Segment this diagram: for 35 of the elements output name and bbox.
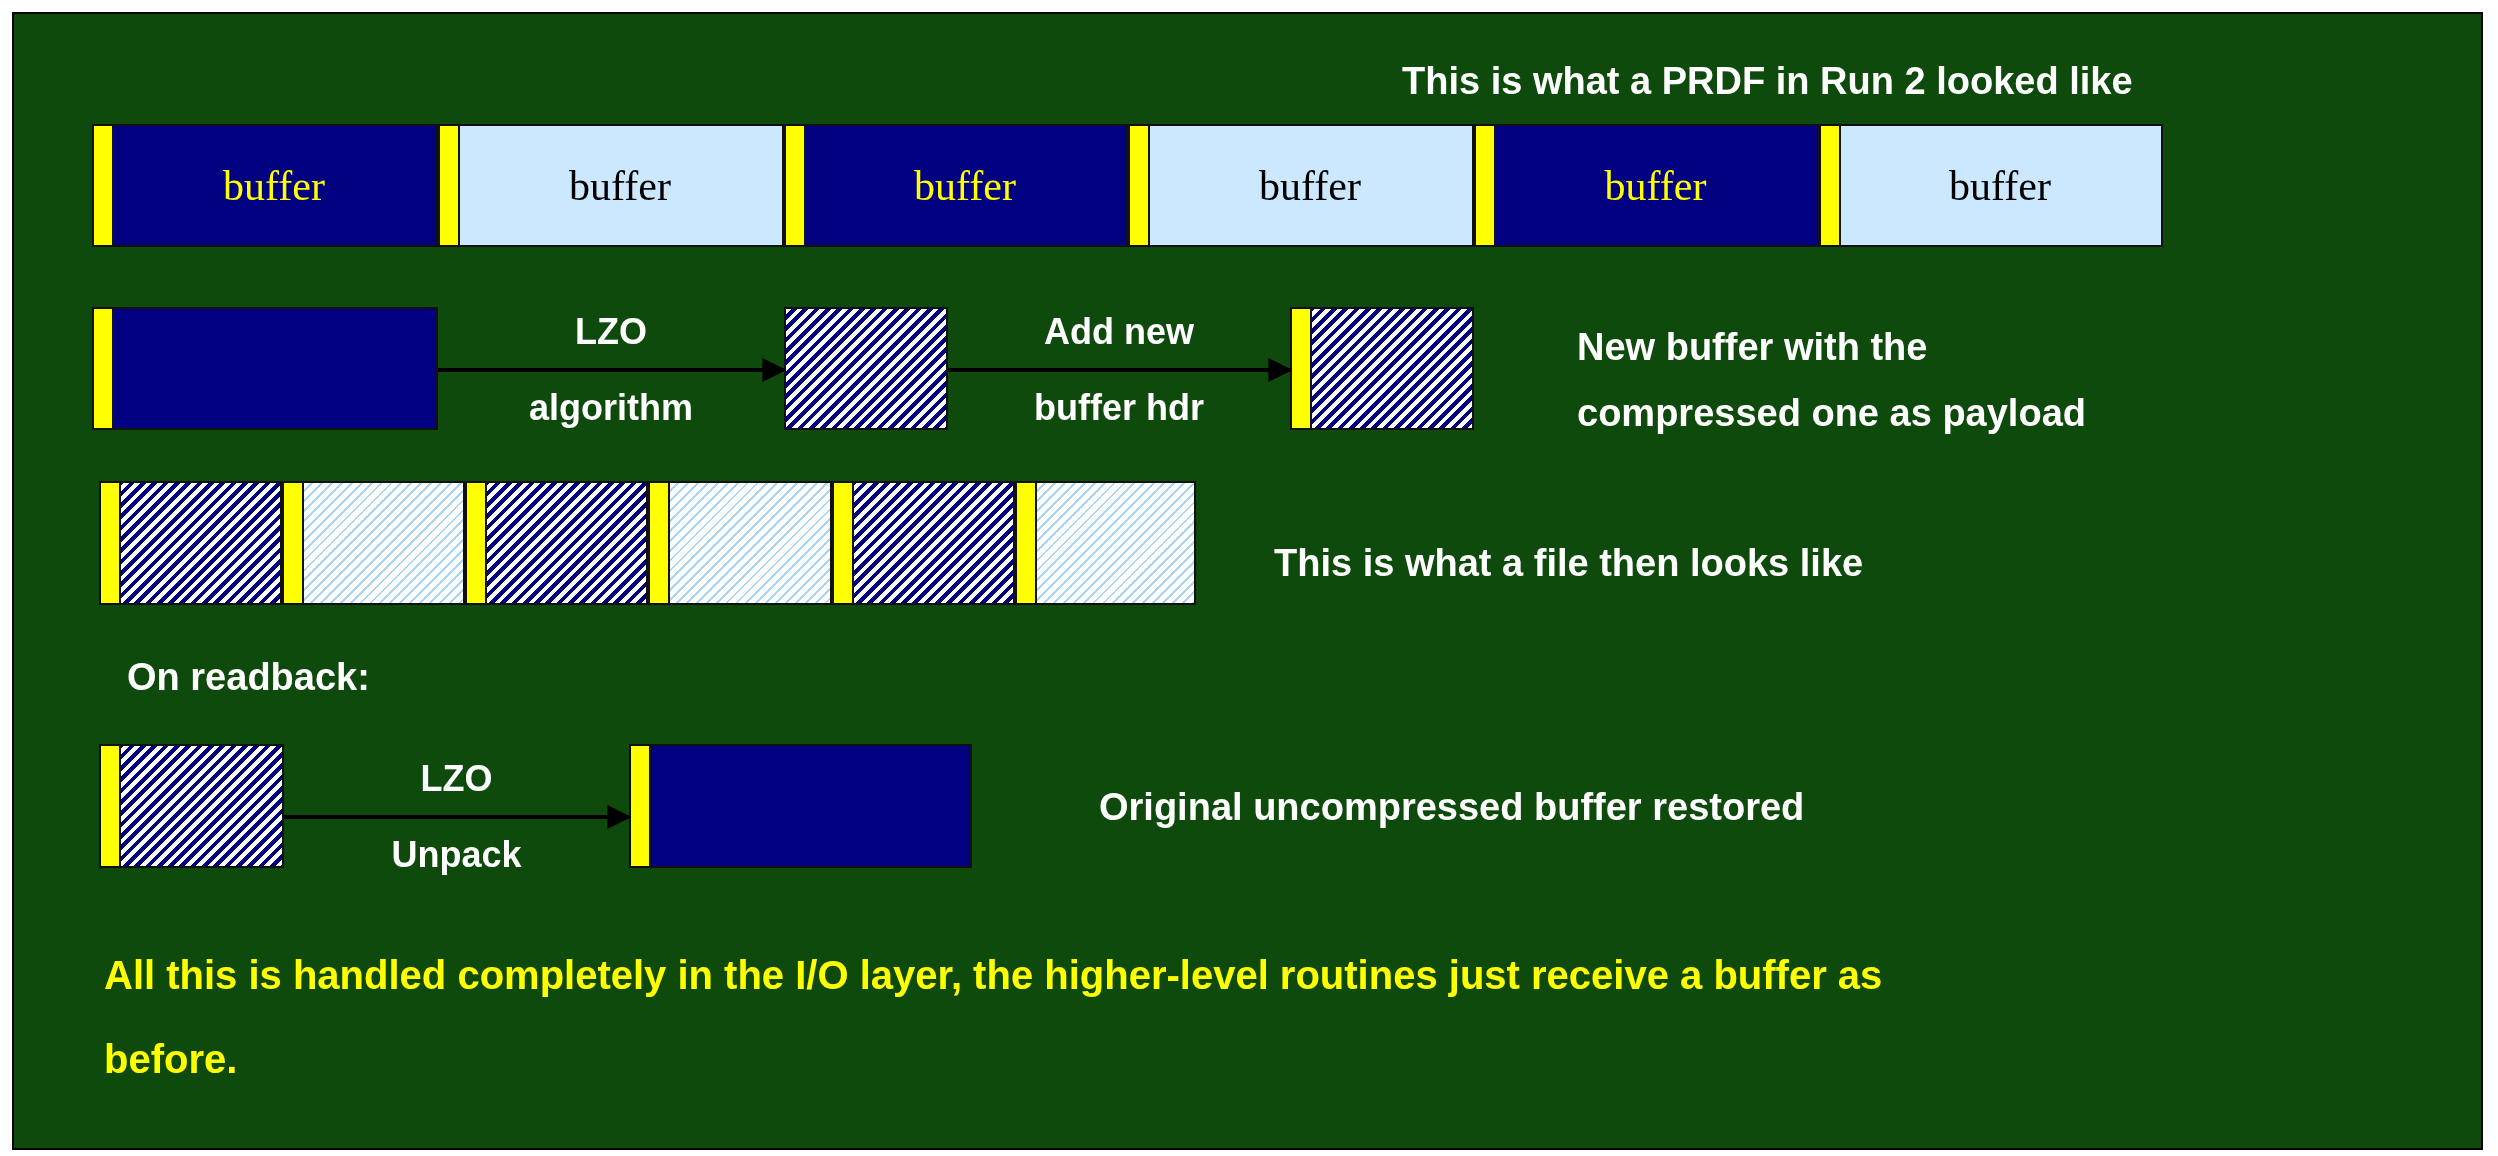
buffer-box xyxy=(1015,481,1196,605)
edge-label: Add new buffer hdr xyxy=(1033,310,1205,430)
buffer-box xyxy=(1290,307,1474,430)
buffer-block xyxy=(1128,124,1474,247)
buffer-box xyxy=(99,481,282,605)
buffer-label: buffer xyxy=(914,161,1016,210)
buffer-label: buffer xyxy=(1259,161,1361,210)
buffer-block xyxy=(1474,124,1819,247)
buffer-box xyxy=(282,481,465,605)
summary-text: All this is handled completely in the I/O layer, the higher-level routines just receive a buffer as before. xyxy=(104,952,1884,1083)
buffer-block xyxy=(92,124,438,247)
note-text: This is what a file then looks like xyxy=(1274,542,1864,585)
buffer-block xyxy=(1819,124,2163,247)
arrow xyxy=(284,805,632,829)
buffer-label: buffer xyxy=(223,161,325,210)
buffer-block xyxy=(438,124,784,247)
edge-label: LZO algorithm xyxy=(528,310,694,430)
buffer-block xyxy=(784,124,1128,247)
buffer-box xyxy=(832,481,1015,605)
buffer-box xyxy=(99,744,284,868)
buffer-box xyxy=(465,481,648,605)
buffer-box xyxy=(648,481,832,605)
note-text: New buffer with the compressed one as payload xyxy=(1577,325,2087,436)
buffer-label: buffer xyxy=(1604,161,1707,210)
buffer-label: buffer xyxy=(1949,161,2051,210)
buffer-box xyxy=(784,307,948,430)
arrow xyxy=(948,358,1293,382)
section-heading: On readback: xyxy=(127,656,370,699)
buffer-box xyxy=(92,307,438,430)
buffer-label: buffer xyxy=(569,161,671,210)
buffer-box xyxy=(629,744,972,868)
note-text: Original uncompressed buffer restored xyxy=(1099,786,1805,829)
heading: This is what a PRDF in Run 2 looked like xyxy=(1402,60,2133,103)
arrow xyxy=(438,358,787,382)
edge-label: LZO Unpack xyxy=(390,757,523,877)
